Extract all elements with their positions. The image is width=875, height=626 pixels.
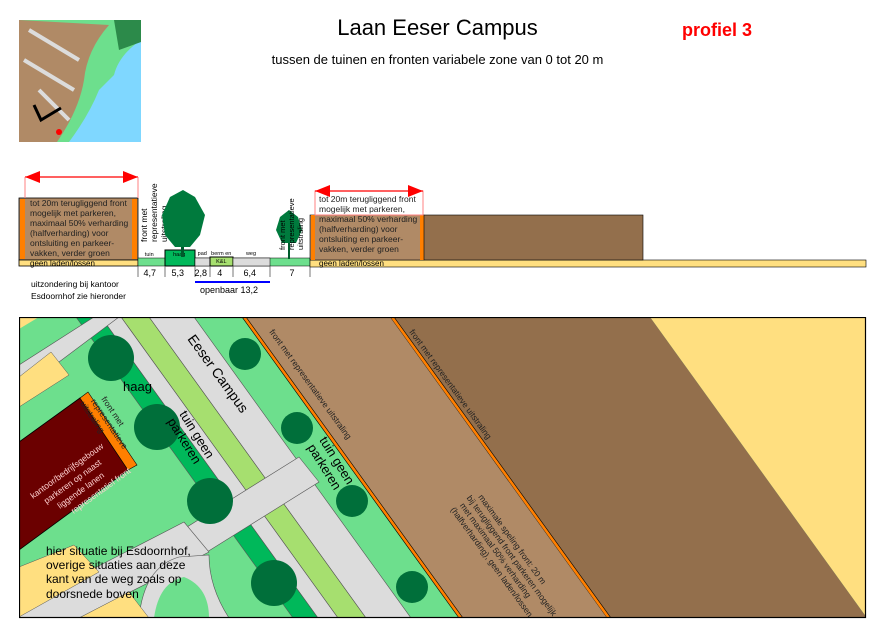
section-left_front_label-1-label: representatieve [149, 183, 159, 242]
left-zone [18, 197, 139, 261]
section-right_strip_text-label: geen laden/lossen [319, 259, 384, 268]
plan-note-1-label: overige situaties aan deze [46, 558, 186, 572]
exception-note: uitzondering bij kantoor Esdoornhof zie … [31, 279, 126, 301]
section-exception_note-0-label: uitzondering bij kantoor [31, 279, 119, 289]
page-title: Laan Eeser Campus [337, 15, 538, 40]
section-right_zone_text-0-label: tot 20m terugliggend front [319, 194, 417, 204]
section-right_front_label-1-label: representatieve [287, 198, 296, 250]
section-left_zone_text-5-label: vakken, verder groen [30, 248, 110, 258]
building-zone [394, 317, 866, 618]
section-right_zone_text-2-label: maximaal 50% verharding [319, 214, 418, 224]
plan-note: hier situatie bij Esdoornhof, overige si… [46, 544, 194, 601]
subtitle: tussen de tuinen en fronten variabele zo… [271, 52, 604, 67]
dimension-labels: 4,7 5,3 2,8 4 6,4 7 [143, 268, 294, 278]
cross-section: tot 20m terugliggend front mogelijk met … [18, 171, 867, 301]
zone-labels: tuin haag pad berm en K&L weg [145, 251, 256, 265]
section-right_zone_text-1-label: mogelijk met parkeren, [319, 204, 405, 214]
section-zone_labels-weg-label: weg [245, 251, 256, 257]
section-left_zone_text-1-label: mogelijk met parkeren, [30, 208, 116, 218]
arrow-left-icon [315, 185, 330, 197]
section-zone_labels-pad-label: pad [198, 251, 207, 257]
front-zone [246, 317, 607, 618]
location-marker-icon [32, 104, 62, 123]
plan-note-0-label: hier situatie bij Esdoornhof, [46, 544, 191, 558]
section-zone_labels-kl-label: K&L [216, 259, 226, 265]
tree-icon [162, 190, 205, 257]
section-public_label-label: openbaar 13,2 [200, 285, 258, 295]
section-dimensions-5-label: 7 [289, 268, 294, 278]
location-map [19, 20, 141, 142]
plan-view: haag Eeser Campus tuin geen parkeren tui… [19, 317, 867, 619]
section-dimensions-3-label: 4 [217, 268, 222, 278]
tree-icon [88, 335, 428, 606]
section-zone_labels-berm-label: berm en [211, 251, 231, 257]
section-dimensions-0-label: 4,7 [143, 268, 156, 278]
section-left_front_label-0-label: front met [139, 208, 149, 242]
section-right_zone_text-4-label: ontsluiting en parkeer- [319, 234, 403, 244]
section-left_zone_text-0-label: tot 20m terugliggend front [30, 198, 128, 208]
arrow-left-icon [25, 171, 40, 183]
section-left_zone_text-4-label: ontsluiting en parkeer- [30, 238, 114, 248]
right-zone-text: tot 20m terugliggend front mogelijk met … [319, 194, 420, 254]
left-zone-text: tot 20m terugliggend front mogelijk met … [30, 198, 131, 258]
section-dimensions-4-label: 6,4 [243, 268, 256, 278]
right-front-label: front met representatieve uitstraling [278, 196, 305, 250]
plan-note-2-label: kant van de weg zoals op [46, 572, 182, 586]
plan-note-3-label: doorsnede boven [46, 587, 139, 601]
arrow-right-icon [408, 185, 423, 197]
section-left_zone_text-3-label: (halfverharding) voor [30, 228, 109, 238]
section-dimensions-2-label: 2,8 [194, 268, 207, 278]
section-zone_labels-haag-label: haag [173, 252, 185, 258]
plan-haag-label: haag [123, 379, 152, 394]
section-right_front_label-0-label: front met [278, 219, 287, 250]
section-left_zone_text-2-label: maximaal 50% verharding [30, 218, 129, 228]
section-right_front_label-2-label: uitstraling [296, 218, 305, 250]
section-dimensions-1-label: 5,3 [171, 268, 184, 278]
profile-label: profiel 3 [682, 20, 753, 40]
section-exception_note-1-label: Esdoornhof zie hieronder [31, 291, 126, 301]
section-left_strip_text-label: geen laden/lossen [30, 259, 95, 268]
section-zone_labels-tuin-label: tuin [145, 252, 154, 258]
arrow-right-icon [123, 171, 138, 183]
section-right_zone_text-3-label: (halfverharding) voor [319, 224, 398, 234]
tree-icon [276, 210, 302, 259]
section-right_zone_text-5-label: vakken, verder groen [319, 244, 399, 254]
